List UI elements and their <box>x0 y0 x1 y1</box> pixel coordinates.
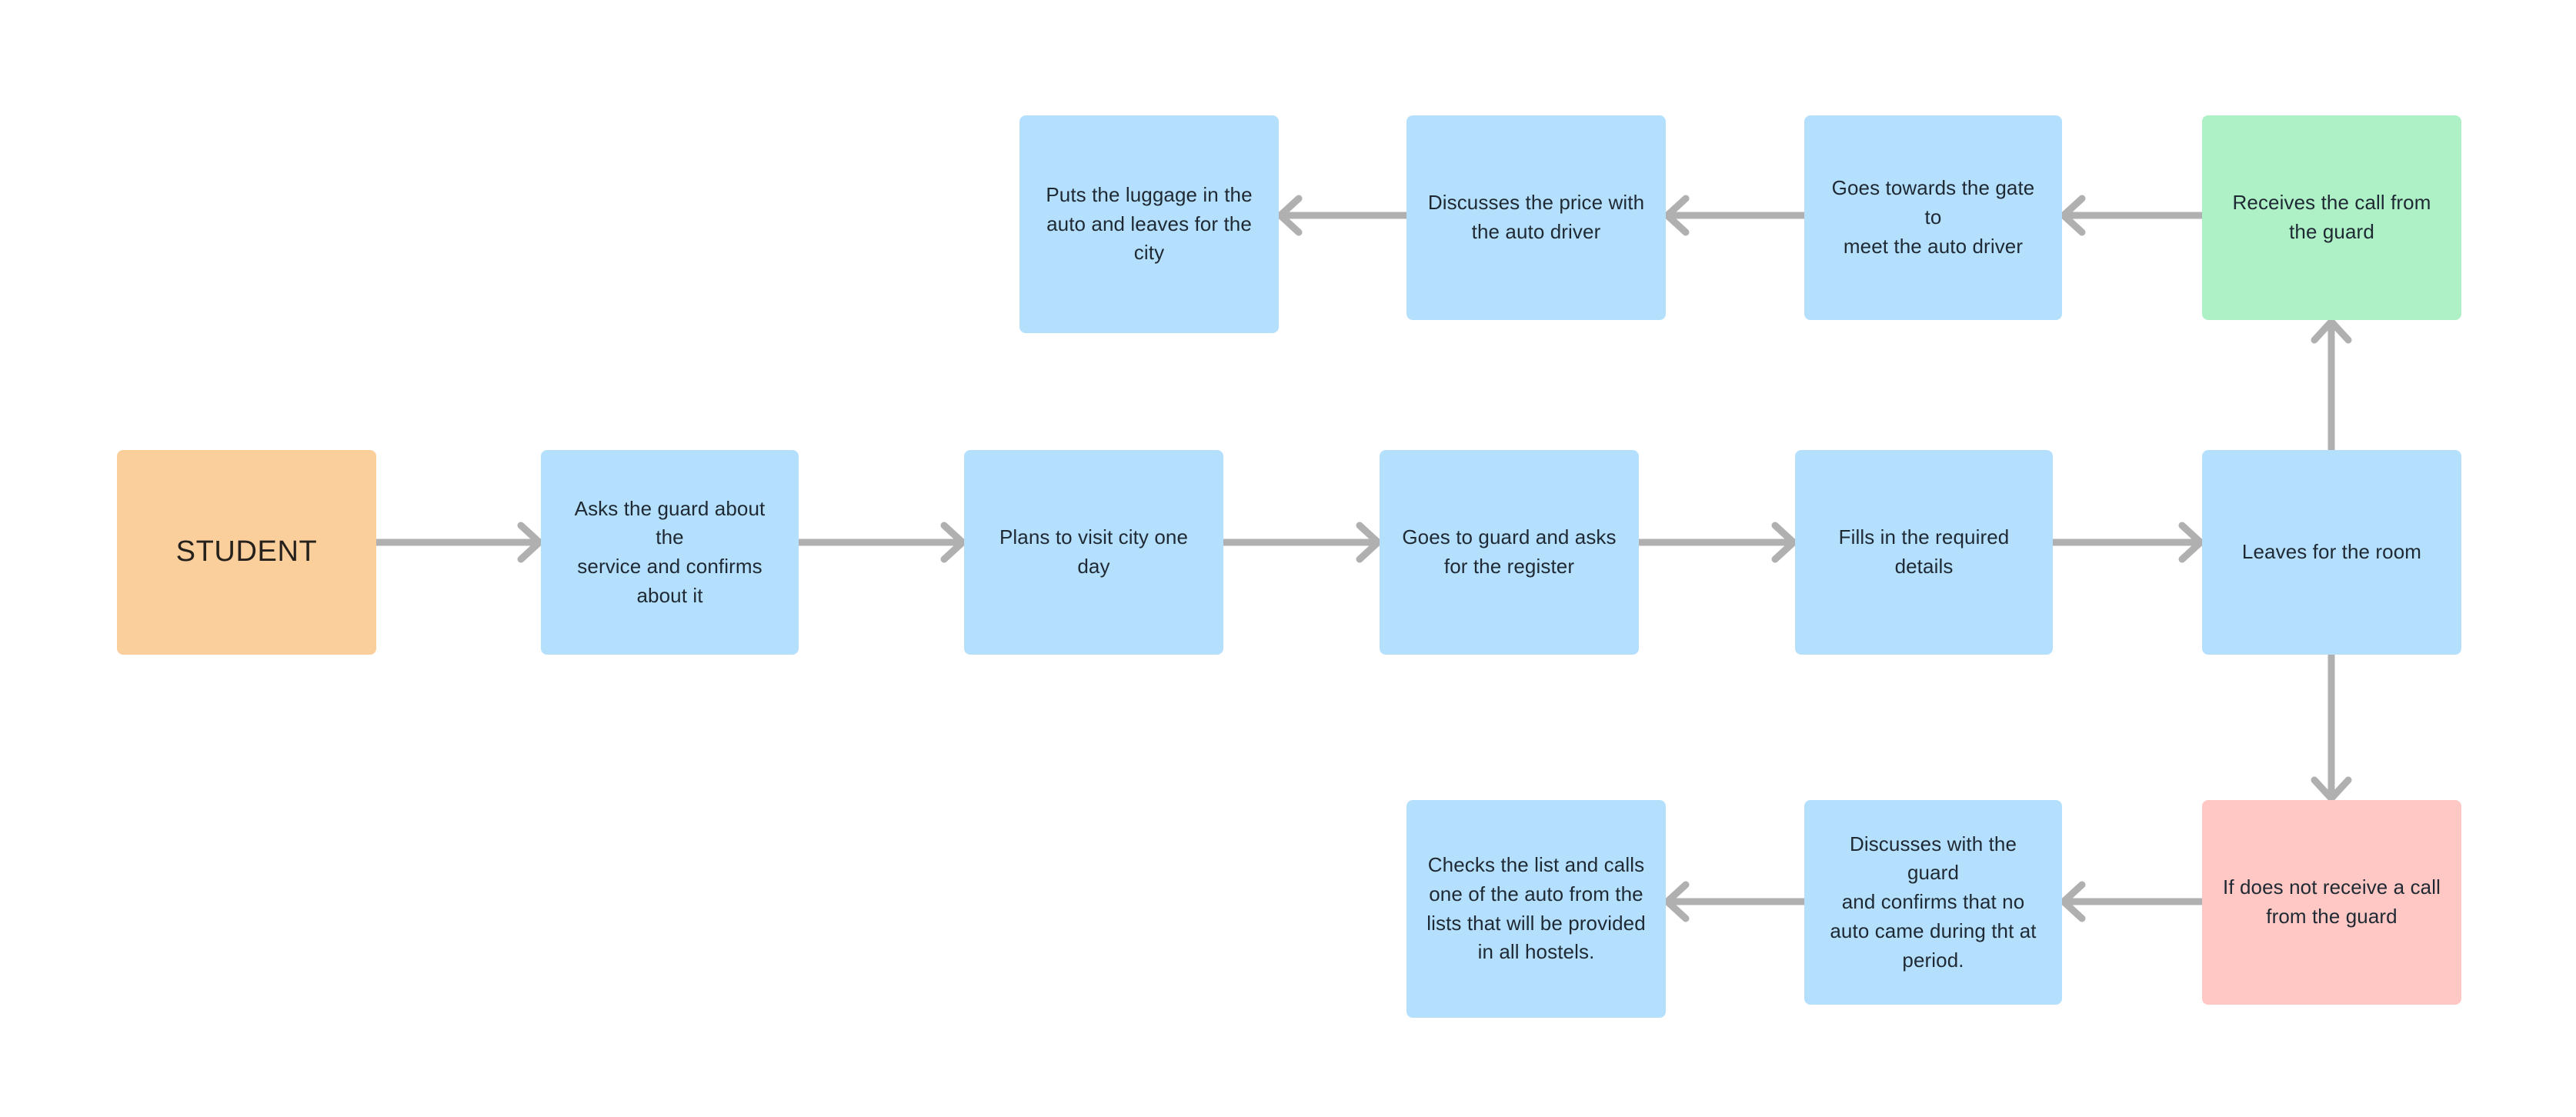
node-label: Fills in the required details <box>1838 525 2010 578</box>
edge-receives-call-to-goes-gate <box>2060 192 2202 238</box>
edge-leaves-room-to-receives-call <box>2308 318 2354 450</box>
node-label: Puts the luggage in the auto and leaves … <box>1046 182 1253 265</box>
node-leaves-room[interactable]: Leaves for the room <box>2202 450 2461 655</box>
edge-fills-details-to-leaves-room <box>2053 519 2204 565</box>
node-discusses-price[interactable]: Discusses the price with the auto driver <box>1406 115 1666 320</box>
node-fills-details[interactable]: Fills in the required details <box>1795 450 2053 655</box>
node-label: Checks the list and calls one of the aut… <box>1426 853 1646 964</box>
node-label: Plans to visit city one day <box>999 525 1189 578</box>
edge-plans-visit-to-goes-to-guard <box>1223 519 1382 565</box>
node-checks-list[interactable]: Checks the list and calls one of the aut… <box>1406 800 1666 1018</box>
node-student[interactable]: STUDENT <box>117 450 376 655</box>
node-goes-gate[interactable]: Goes towards the gate to meet the auto d… <box>1804 115 2062 320</box>
edge-asks-guard-to-plans-visit <box>799 519 966 565</box>
edge-leaves-room-to-no-call <box>2308 655 2354 802</box>
node-receives-call[interactable]: Receives the call from the guard <box>2202 115 2461 320</box>
node-label: STUDENT <box>175 535 318 569</box>
node-label: Receives the call from the guard <box>2232 191 2431 243</box>
node-no-call[interactable]: If does not receive a call from the guar… <box>2202 800 2461 1005</box>
edge-student-to-asks-guard <box>376 519 543 565</box>
node-label: Asks the guard about the service and con… <box>574 496 766 607</box>
edge-goes-to-guard-to-fills-details <box>1639 519 1797 565</box>
node-label: Discusses the price with the auto driver <box>1427 191 1645 243</box>
node-label: Discusses with the guard and confirms th… <box>1830 832 2037 972</box>
edge-no-call-to-discusses-guard <box>2060 879 2202 925</box>
edge-goes-gate-to-discusses-price <box>1663 192 1804 238</box>
edge-discusses-price-to-puts-luggage <box>1276 192 1406 238</box>
node-label: Leaves for the room <box>2241 540 2422 564</box>
node-puts-luggage[interactable]: Puts the luggage in the auto and leaves … <box>1019 115 1279 333</box>
node-label: Goes to guard and asks for the register <box>1402 525 1617 578</box>
node-plans-visit[interactable]: Plans to visit city one day <box>964 450 1223 655</box>
edge-discusses-guard-to-checks-list <box>1663 879 1804 925</box>
node-label: Goes towards the gate to meet the auto d… <box>1831 176 2035 258</box>
node-goes-to-guard[interactable]: Goes to guard and asks for the register <box>1380 450 1639 655</box>
node-discusses-guard[interactable]: Discusses with the guard and confirms th… <box>1804 800 2062 1005</box>
node-label: If does not receive a call from the guar… <box>2223 875 2441 928</box>
node-asks-guard[interactable]: Asks the guard about the service and con… <box>541 450 799 655</box>
